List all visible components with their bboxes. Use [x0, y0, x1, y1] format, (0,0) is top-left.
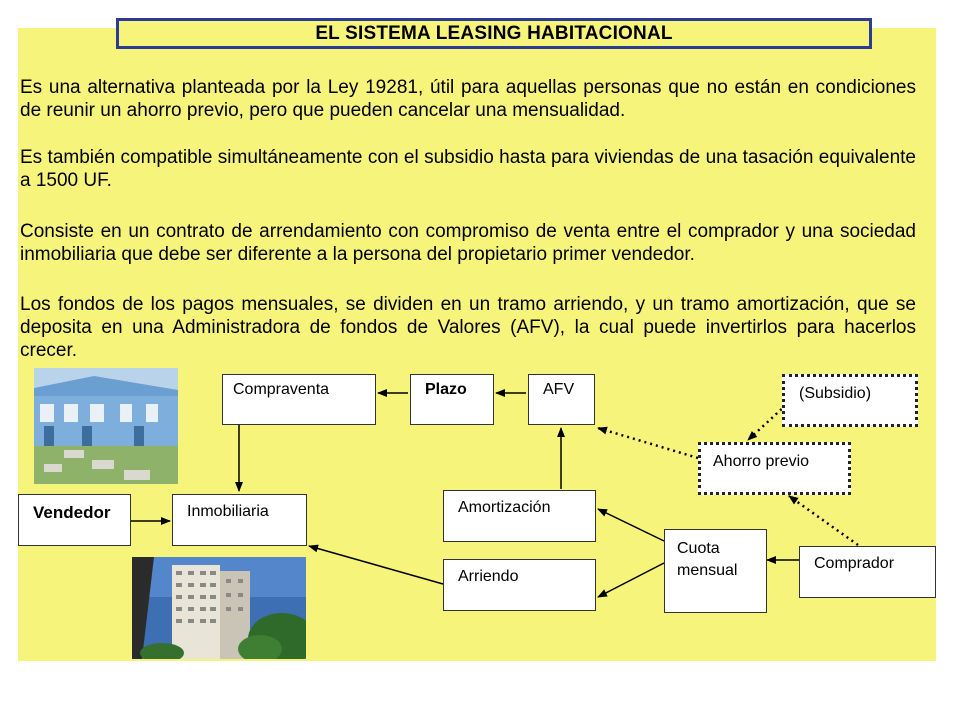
ahorro-previo-label: Ahorro previo: [713, 453, 810, 470]
amortizacion-label: Amortización: [458, 499, 551, 516]
building-photo: [132, 557, 306, 659]
subsidio-label: (Subsidio): [799, 385, 872, 402]
slide-title-text: EL SISTEMA LEASING HABITACIONAL: [315, 22, 673, 44]
arriendo-box: Arriendo: [443, 559, 596, 611]
arrow-ahorro-afv: [597, 426, 699, 460]
slide-panel: [18, 28, 936, 661]
paragraph-4: Los fondos de los pagos mensuales, se di…: [20, 294, 916, 361]
compraventa-box: Compraventa: [222, 374, 376, 425]
arrow-arriendo-inmobiliaria: [308, 544, 444, 585]
arrow-comprador-ahorro: [788, 494, 859, 547]
subsidio-box: (Subsidio): [782, 374, 918, 427]
arrow-subsidio-ahorro: [747, 404, 787, 441]
arrow-cuota-arriendo: [597, 562, 665, 598]
vendedor-box: Vendedor: [18, 494, 131, 546]
slide-title: EL SISTEMA LEASING HABITACIONAL: [116, 18, 872, 49]
plazo-label: Plazo: [425, 381, 467, 398]
amortizacion-box: Amortización: [443, 490, 596, 542]
inmobiliaria-box: Inmobiliaria: [172, 494, 307, 546]
compraventa-label: Compraventa: [233, 381, 330, 398]
inmobiliaria-label: Inmobiliaria: [187, 503, 269, 520]
arriendo-label: Arriendo: [458, 568, 519, 585]
afv-box: AFV: [528, 374, 595, 425]
paragraph-2: Es también compatible simultáneamente co…: [20, 147, 916, 191]
comprador-label: Comprador: [814, 555, 895, 572]
paragraph-3: Consiste en un contrato de arrendamiento…: [20, 221, 916, 265]
plazo-box: Plazo: [410, 374, 494, 425]
paragraph-1: Es una alternativa planteada por la Ley …: [20, 77, 916, 121]
afv-label: AFV: [543, 381, 575, 398]
ahorro-previo-box: Ahorro previo: [698, 442, 851, 495]
cuota-mensual-box: Cuota mensual: [664, 529, 767, 613]
cuota-mensual-label: Cuota mensual: [677, 540, 738, 579]
arrow-cuota-amortizacion: [597, 508, 665, 542]
vendedor-label: Vendedor: [33, 503, 111, 522]
comprador-box: Comprador: [799, 546, 936, 598]
houses-photo: [34, 368, 178, 484]
